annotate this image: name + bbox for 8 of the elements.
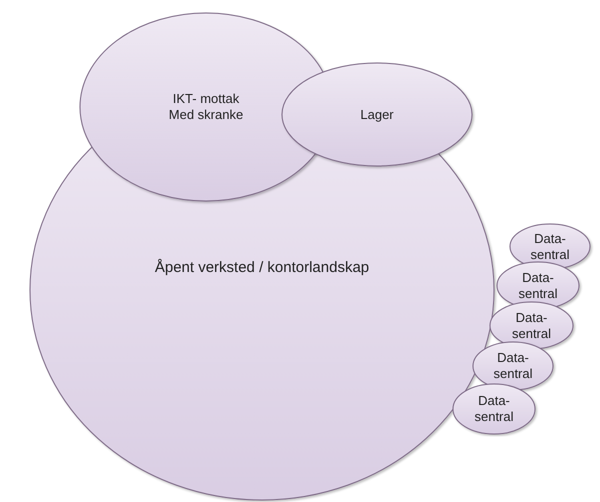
node-label: Data- sentral <box>529 230 571 262</box>
node-label: Data- sentral <box>473 393 515 425</box>
node-label: Lager <box>360 106 394 122</box>
node-label: Data- sentral <box>510 310 552 342</box>
node-label: Data- sentral <box>492 350 534 382</box>
node-label: Data- sentral <box>517 270 559 302</box>
node-label: IKT- mottak Med skranke <box>168 91 244 123</box>
node-label: Åpent verksted / kontorlandskap <box>154 259 370 277</box>
